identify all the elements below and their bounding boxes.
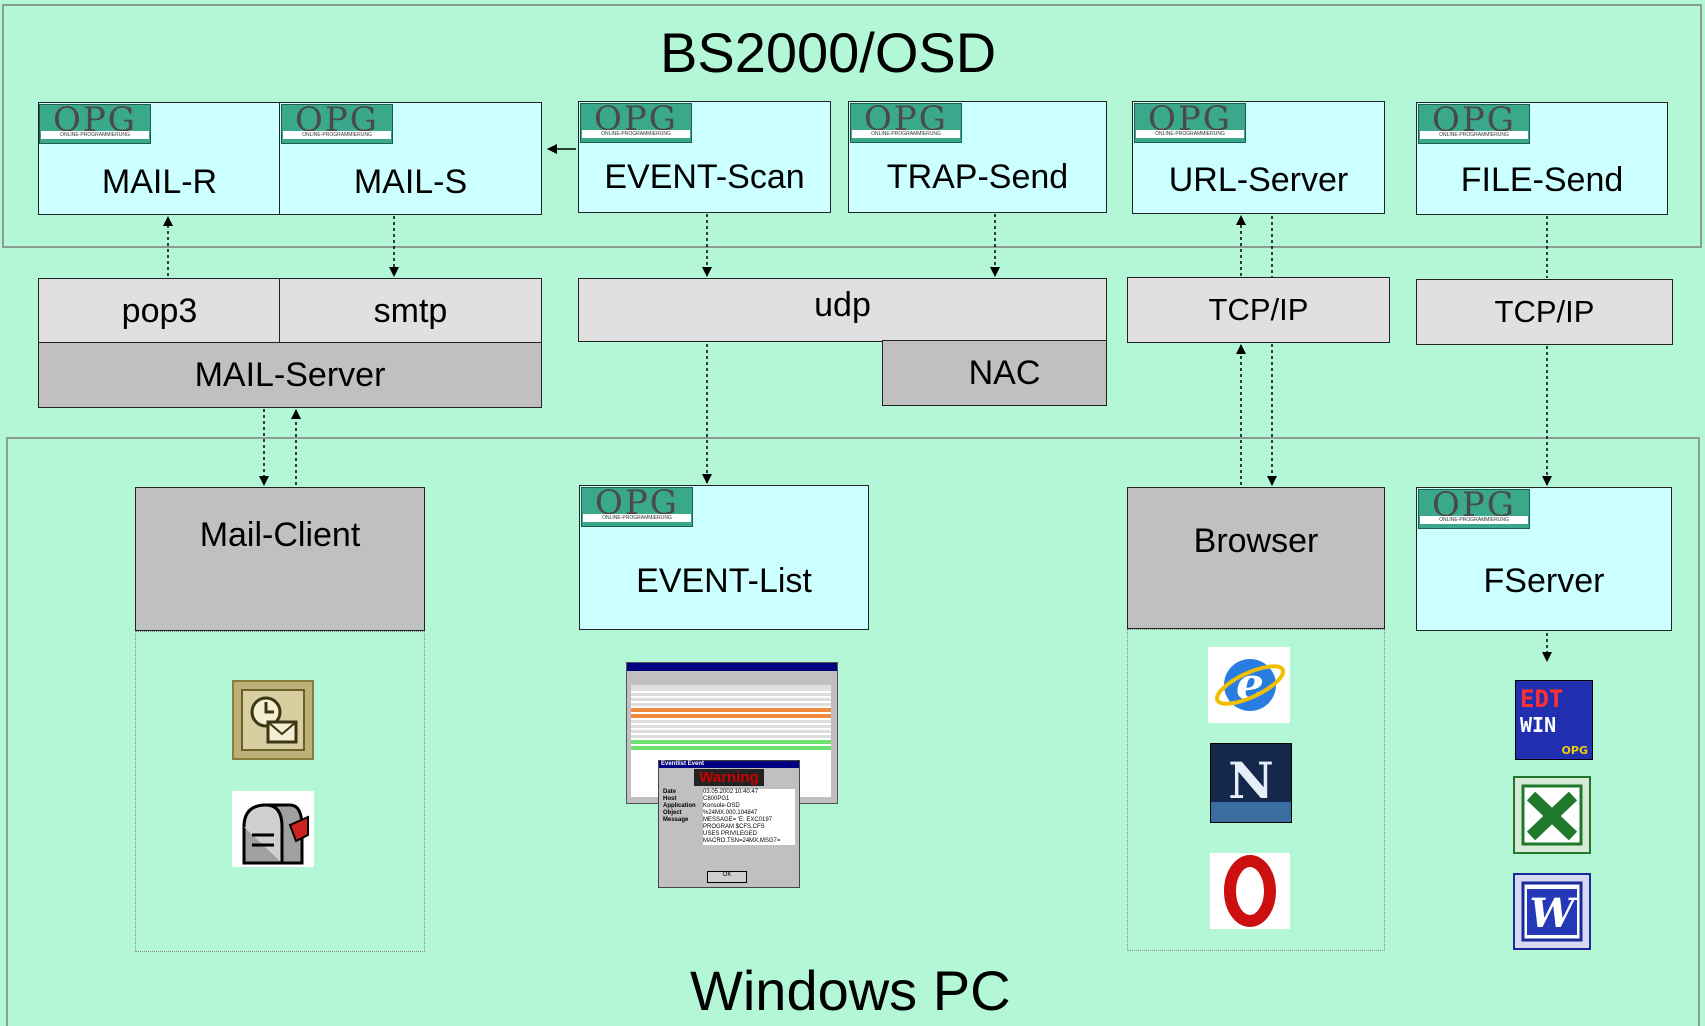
value-object: %24MX.000.104847: [703, 810, 758, 816]
url-server-label: URL-Server: [1168, 161, 1349, 199]
logo-subtext: ONLINE-PROGRAMMIERUNG: [283, 131, 391, 139]
browser-label: Browser: [1193, 522, 1319, 560]
event-list-box: EVENT-List: [579, 485, 869, 630]
opg-text: OPG: [1561, 744, 1588, 757]
word-icon: W: [1513, 873, 1591, 950]
edt-text: EDT: [1520, 685, 1564, 713]
netscape-icon: N: [1210, 743, 1292, 823]
value-date: 03.05.2002 10:40:47: [703, 789, 759, 795]
mail-client-icon-area: [135, 631, 425, 952]
tcpip-label-1: TCP/IP: [1208, 292, 1309, 327]
svg-text:W: W: [1530, 890, 1579, 937]
field-application: Application: [663, 803, 696, 809]
field-object: Object: [663, 810, 682, 816]
logo-subtext: ONLINE-PROGRAMMIERUNG: [41, 131, 149, 139]
smtp-box: smtp: [279, 278, 542, 344]
logo-subtext: ONLINE-PROGRAMMIERUNG: [582, 130, 690, 138]
eventlist-screenshot-icon: Eventlist Event Warning Date Host Applic…: [626, 662, 838, 888]
field-host: Host: [663, 796, 677, 802]
value-host: C800PG1: [703, 796, 730, 802]
win-text: WIN: [1520, 713, 1557, 737]
mailbox-icon: [232, 791, 314, 867]
event-list-label: EVENT-List: [636, 562, 812, 600]
edt-win-icon: EDT WIN OPG: [1515, 680, 1593, 760]
mail-s-box: MAIL-S: [279, 102, 542, 215]
tcpip-label-2: TCP/IP: [1494, 294, 1595, 329]
bs2000-region: [2, 4, 1702, 248]
mail-server-label: MAIL-Server: [194, 355, 386, 394]
fserver-label: FServer: [1483, 562, 1605, 600]
tcpip-box-2: TCP/IP: [1416, 279, 1673, 345]
message-line-1: MESSAGE= 'E: EXC0197: [703, 817, 773, 823]
logo-subtext: ONLINE-PROGRAMMIERUNG: [852, 130, 960, 138]
event-scan-label: EVENT-Scan: [604, 158, 805, 196]
udp-label: udp: [814, 285, 871, 324]
logo-subtext: ONLINE-PROGRAMMIERUNG: [1420, 131, 1528, 139]
mail-r-label: MAIL-R: [101, 163, 218, 201]
trap-send-label: TRAP-Send: [886, 158, 1069, 196]
file-send-label: FILE-Send: [1460, 161, 1624, 199]
windows-pc-region: [6, 437, 1700, 1026]
logo-subtext: ONLINE-PROGRAMMIERUNG: [583, 514, 691, 522]
browser-box: Browser: [1127, 487, 1385, 629]
mail-s-label: MAIL-S: [353, 163, 468, 201]
message-line-2: PROGRAM $CFS.CFS: [703, 824, 765, 830]
mail-server-box: MAIL-Server: [38, 342, 542, 408]
warning-text: Warning: [694, 769, 764, 786]
outlook-icon: [232, 680, 314, 760]
windows-pc-title: Windows PC: [690, 959, 1011, 1022]
mail-client-box: Mail-Client: [135, 487, 425, 631]
nac-label: NAC: [968, 353, 1041, 392]
tcpip-box-1: TCP/IP: [1127, 277, 1390, 343]
opera-icon: [1210, 853, 1290, 929]
value-application: Konsole-OSD: [703, 803, 740, 809]
bs2000-title: BS2000/OSD: [660, 21, 997, 84]
logo-subtext: ONLINE-PROGRAMMIERUNG: [1420, 516, 1528, 524]
svg-text:N: N: [1228, 751, 1274, 810]
smtp-label: smtp: [373, 291, 448, 330]
message-line-4: MACRO.TSN=24MX,MSG7=: [703, 838, 781, 844]
browser-icon-area: [1127, 629, 1385, 951]
ok-button[interactable]: OK: [707, 871, 747, 883]
eventlist-dialog: Eventlist Event Warning Date Host Applic…: [658, 760, 800, 888]
field-date: Date: [663, 789, 677, 795]
pop3-label: pop3: [121, 291, 198, 330]
mail-client-label: Mail-Client: [199, 516, 361, 554]
nac-box: NAC: [882, 340, 1107, 406]
excel-icon: [1513, 776, 1591, 854]
udp-box: udp: [578, 278, 1107, 342]
field-message: Message: [663, 817, 689, 823]
internet-explorer-icon: e: [1208, 647, 1290, 723]
logo-subtext: ONLINE-PROGRAMMIERUNG: [1136, 130, 1244, 138]
dialog-title: Eventlist Event: [659, 761, 799, 768]
message-line-3: USES PRIVILEGED: [703, 831, 758, 837]
